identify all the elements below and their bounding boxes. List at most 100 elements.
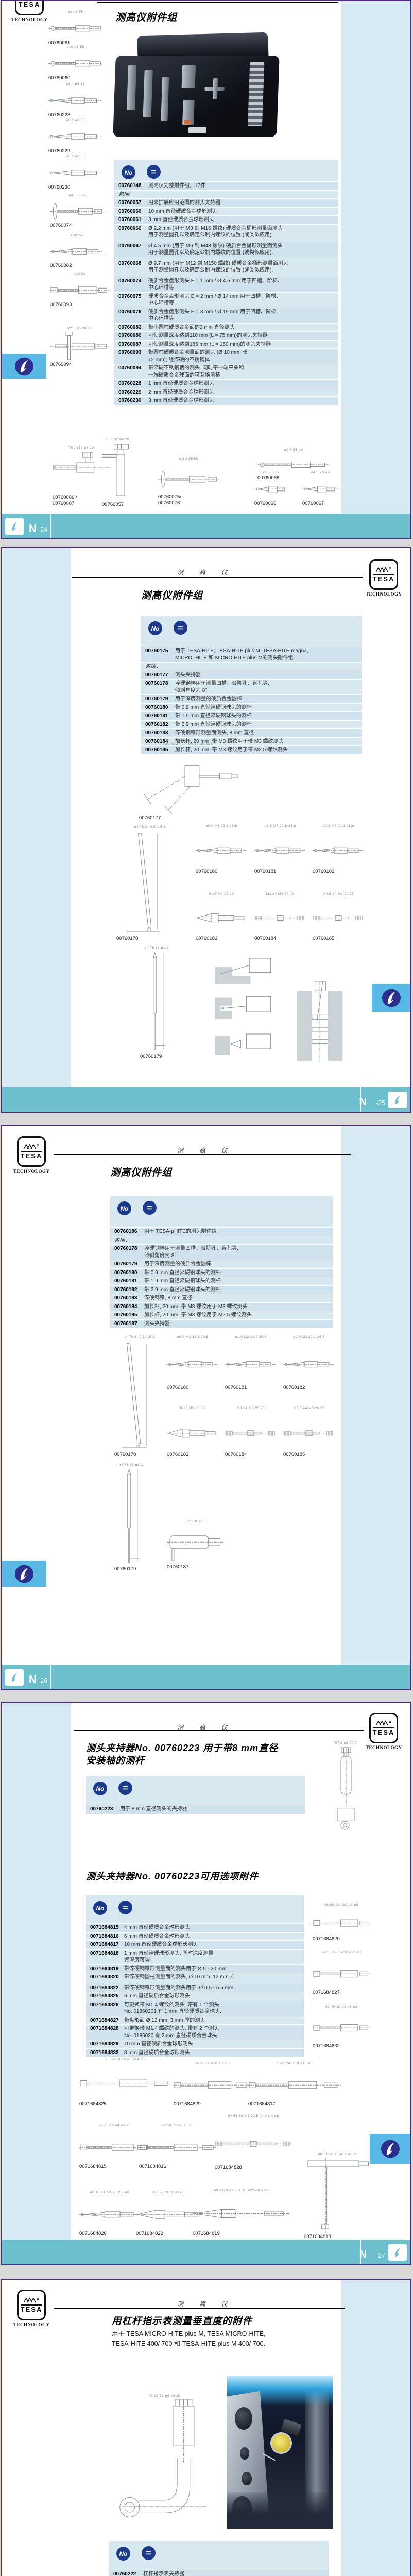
table-row: 包括 : bbox=[110, 1235, 333, 1245]
diagram-dimensions: 140 ø118 ø98 21 10 ø22 ø6.5 50° bbox=[212, 2189, 270, 2192]
description-column-icon: = bbox=[143, 1201, 157, 1215]
part-number: 00760179 bbox=[145, 696, 168, 702]
subtitle-line-2: TESA-HITE 400/ 700 和 TESA-HITE plus M 40… bbox=[112, 2340, 266, 2348]
diagram-dimensions: 91 55 19 3 ø12 ø10 ø8 bbox=[321, 1951, 362, 1954]
side-strip bbox=[2, 1703, 71, 2240]
diagram-drawing bbox=[167, 1429, 218, 1438]
part-description: 加长杆, 20 mm, 带 M3 螺纹用于带 M3 螺纹测头 bbox=[175, 738, 284, 744]
diagram-drawing bbox=[215, 1033, 271, 1055]
diagram-dimensions: ø2.9 M3 22.1 26.6 bbox=[322, 824, 354, 828]
swirl-glyph bbox=[394, 1095, 401, 1104]
diagram-label: 0071684825 bbox=[79, 2101, 107, 2107]
diagram-dimensions: 8 ø8 M3 25 28 bbox=[209, 892, 234, 896]
table-header: No= bbox=[109, 2541, 329, 2570]
diagram-label: 0071684815 bbox=[79, 2164, 107, 2170]
diagram-drawing bbox=[193, 2209, 289, 2218]
footer-section-letter: N bbox=[29, 1674, 37, 1685]
tesa-swirl-logo bbox=[372, 984, 410, 1012]
part-description: 4 mm 直径硬质合金球形测头 bbox=[124, 1925, 190, 1930]
swirl-glyph bbox=[15, 357, 33, 376]
tech-diagram: 67.5 ø8 20.7 bbox=[324, 1741, 368, 1837]
part-number: 0071684820 bbox=[90, 1974, 119, 1980]
diagram-label: 0071684816 bbox=[139, 2164, 166, 2170]
diagram-drawing bbox=[48, 60, 102, 67]
part-number: 00760175 bbox=[145, 648, 168, 654]
part-number: 00760178 bbox=[145, 681, 168, 686]
part-number: 00760178 bbox=[114, 1246, 137, 1251]
tesa-technology-label: TECHNOLOGY bbox=[366, 591, 402, 597]
part-number: 0071684829 bbox=[90, 2041, 119, 2047]
part-number: 00760186 bbox=[114, 1229, 137, 1234]
diagram-dimensions: 43 19 ø1 M1.4 12.5 ø8 bbox=[90, 2191, 130, 2194]
part-description: 6 mm 直径硬质合金球形测头 bbox=[124, 1993, 190, 1999]
tech-diagram: 140 ø118 ø98 21 10 ø22 ø6.5 50° 007168481… bbox=[193, 2189, 289, 2236]
part-description: 带 2.9 mm 直径淬硬钢球头的测杆 bbox=[175, 721, 252, 727]
diagram-label: 00760228 bbox=[48, 112, 71, 118]
diagram-label: 00760057 bbox=[102, 502, 124, 507]
diagram-label: 00760178 bbox=[114, 1452, 136, 1458]
diagram-label: 0071684819 bbox=[193, 2231, 220, 2236]
description-column-icon: = bbox=[174, 621, 187, 635]
part-number: 00760180 bbox=[145, 704, 168, 710]
page-footer: N -26 bbox=[2, 1665, 410, 1689]
diagram-drawing bbox=[254, 847, 306, 854]
part-description: 杠杆指示表夹持器 bbox=[143, 2571, 184, 2576]
diagram-dimensions: 25 25 73 ø6 40 20 bbox=[148, 2394, 181, 2398]
diagram-dimensions: 21 10 ø6 bbox=[187, 1520, 203, 1523]
diagram-label: 0071684822 bbox=[136, 2231, 163, 2236]
diagram-dimensions: M3 ø4 M3 20 23 bbox=[236, 1406, 265, 1410]
diagram-drawing bbox=[50, 248, 104, 255]
page-footer: N -25 bbox=[2, 1087, 410, 1112]
part-number: 00760068 bbox=[118, 260, 142, 266]
footer-page-number: -24 bbox=[38, 526, 48, 533]
tesa-logo-box: TESA bbox=[369, 559, 398, 590]
diagram-drawing bbox=[283, 1430, 335, 1436]
no-column-icon: No bbox=[122, 165, 135, 179]
footer-page-number: -25 bbox=[375, 1099, 385, 1107]
diagram-drawing bbox=[50, 332, 109, 360]
part-description: 3 mm 直径硬质合金球形测头 bbox=[148, 398, 214, 403]
diagram-dimensions: 8 ø8 M3 25 28 bbox=[180, 1406, 205, 1410]
part-number: 0071684832 bbox=[90, 2049, 119, 2056]
diagram-dimensions: 93 49 19 ø8 ø6 ø8 bbox=[325, 2005, 357, 2009]
part-number: 00760075 bbox=[118, 293, 142, 299]
diagram-label: 00760179 bbox=[114, 1566, 136, 1572]
title-line-2: 安装轴的测杆 bbox=[86, 1755, 145, 1766]
swirl-glyph bbox=[381, 2140, 400, 2158]
diagram-label: 0071684832 bbox=[313, 2043, 340, 2049]
part-number: 00760185 bbox=[114, 1312, 137, 1318]
footer-divider bbox=[50, 1665, 51, 1689]
diagram-drawing bbox=[136, 2210, 202, 2219]
table-header: No= bbox=[141, 616, 362, 647]
diagram-dimensions: E øD ø6 55 bbox=[178, 457, 199, 461]
diagram-dimensions: ø4.5 9 55 bbox=[68, 194, 85, 197]
diagram-drawing bbox=[257, 462, 330, 468]
tesa-zigzag-icon bbox=[23, 1144, 39, 1149]
diagram-drawing bbox=[122, 1343, 147, 1448]
diagram-label: 0071684828 bbox=[215, 2165, 242, 2171]
part-number: 00760148 bbox=[118, 183, 142, 189]
part-description: 1 mm 直径淬硬球形测头. 同时深度测量 臂深度可调. bbox=[124, 1950, 214, 1963]
part-description: 带 0.9 mm 直径淬硬钢球头的测杆 bbox=[144, 1269, 221, 1276]
diagram-drawing bbox=[48, 133, 102, 140]
diagram-dimensions: ø3 6 ø6 55 bbox=[66, 155, 85, 158]
